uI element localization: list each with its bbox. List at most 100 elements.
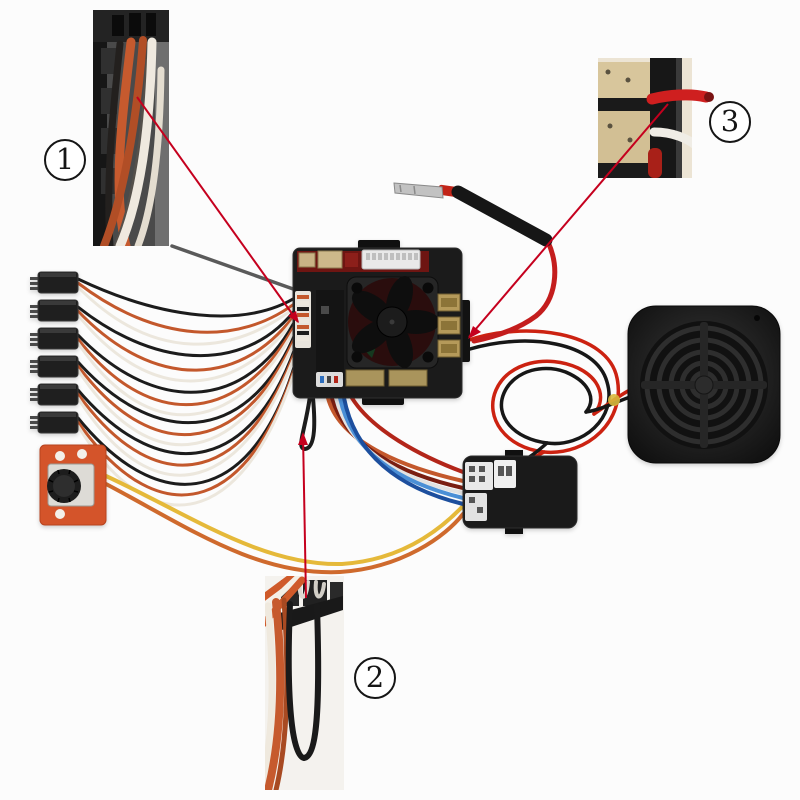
red-wire <box>464 329 621 454</box>
servo-plug <box>30 355 79 378</box>
orange-wire <box>265 598 285 790</box>
mount-hole <box>55 451 65 461</box>
servo-plug <box>30 271 79 294</box>
wire <box>76 317 300 407</box>
pin-dot <box>607 123 613 129</box>
cooling-fan <box>346 276 440 369</box>
callout-line-3 <box>468 103 669 338</box>
red-connector <box>345 253 358 267</box>
white-connector <box>494 460 516 488</box>
clip-detail <box>413 185 416 195</box>
orange-wire <box>100 36 147 246</box>
grille-hub <box>694 375 714 395</box>
red-part <box>648 148 662 178</box>
glue-dab <box>608 394 620 406</box>
callout-line-2 <box>302 433 307 599</box>
wire <box>76 326 301 437</box>
screw-hole <box>422 351 434 363</box>
wire <box>76 322 301 425</box>
white-wire-loop <box>313 580 326 599</box>
mount-hole <box>55 509 65 519</box>
pin-slot <box>334 376 338 383</box>
control-unit <box>292 240 470 405</box>
servo-wire-harness <box>76 277 303 507</box>
white-connector <box>465 493 487 521</box>
pin-slot <box>327 376 331 383</box>
red-power-wire <box>646 89 712 105</box>
annotation-lines <box>136 96 669 599</box>
callout-badge-2: 2 <box>354 657 396 699</box>
servo-plugs <box>30 271 79 434</box>
wire <box>76 321 300 417</box>
white-wire <box>115 37 157 246</box>
white-wire <box>265 602 276 785</box>
esc-ports <box>437 293 461 358</box>
screw-hole <box>351 282 363 294</box>
connector-teeth <box>366 253 418 260</box>
callout-line-1 <box>136 96 299 323</box>
wire <box>76 285 300 346</box>
grounding-wire-loop <box>299 394 317 452</box>
tan-block <box>598 62 650 98</box>
detail-inset-2 <box>265 576 344 790</box>
knob-top <box>53 475 75 497</box>
red-wire <box>471 239 558 344</box>
module-window <box>321 306 329 314</box>
callout-number: 1 <box>55 142 75 176</box>
wire <box>76 335 302 467</box>
speaker-wire-pair <box>464 329 632 464</box>
servo-plug <box>30 383 79 406</box>
callout-arrowhead-1 <box>288 311 299 323</box>
wire-ends <box>297 295 309 341</box>
wire-end-cap <box>704 92 714 102</box>
wire <box>76 330 301 447</box>
switch-wires <box>104 474 465 575</box>
screw-hole <box>422 282 434 294</box>
screw-hole <box>351 351 363 363</box>
callout-arrowhead-3 <box>468 326 481 339</box>
wire <box>76 312 300 383</box>
callout-number: 2 <box>365 660 385 694</box>
tan-connector <box>298 252 316 268</box>
top-tab <box>505 450 523 459</box>
black-wire-loop <box>285 601 322 762</box>
antenna-lead <box>170 182 558 344</box>
orange-wire <box>273 597 290 790</box>
board-edge <box>276 596 343 630</box>
pin-dot <box>625 77 631 83</box>
wire <box>76 281 300 334</box>
black-wire <box>584 395 632 414</box>
yellow-wire <box>104 474 465 567</box>
gray-antenna-wire <box>170 244 298 292</box>
orange-stripe <box>265 576 298 601</box>
wire <box>76 348 303 507</box>
pin-dot <box>627 137 633 143</box>
navy-wire <box>342 396 465 506</box>
wire <box>76 308 300 372</box>
bottom-tab <box>505 525 523 534</box>
bottom-pad <box>388 369 428 387</box>
metal-clip <box>393 182 444 199</box>
pin-slot <box>320 376 324 383</box>
left-module <box>316 290 344 376</box>
servo-plug <box>30 411 79 434</box>
thin-dark-wire <box>113 58 149 246</box>
orange-wire <box>326 396 465 483</box>
mount-hole <box>77 449 87 459</box>
pillar-edge <box>676 58 682 178</box>
servo-plug <box>30 299 79 322</box>
trim-switch-board <box>39 444 107 526</box>
callout-badge-3: 3 <box>709 101 751 143</box>
knurl <box>48 469 79 503</box>
speaker <box>627 305 781 464</box>
detail-inset-3 <box>598 58 692 178</box>
wire <box>76 304 300 357</box>
callout-arrowhead-2 <box>298 432 308 445</box>
pin-slots <box>469 466 512 513</box>
black-wire <box>468 339 611 446</box>
black-bar <box>598 163 654 178</box>
pin-dot <box>605 69 611 75</box>
detail-inset-1 <box>93 10 169 246</box>
